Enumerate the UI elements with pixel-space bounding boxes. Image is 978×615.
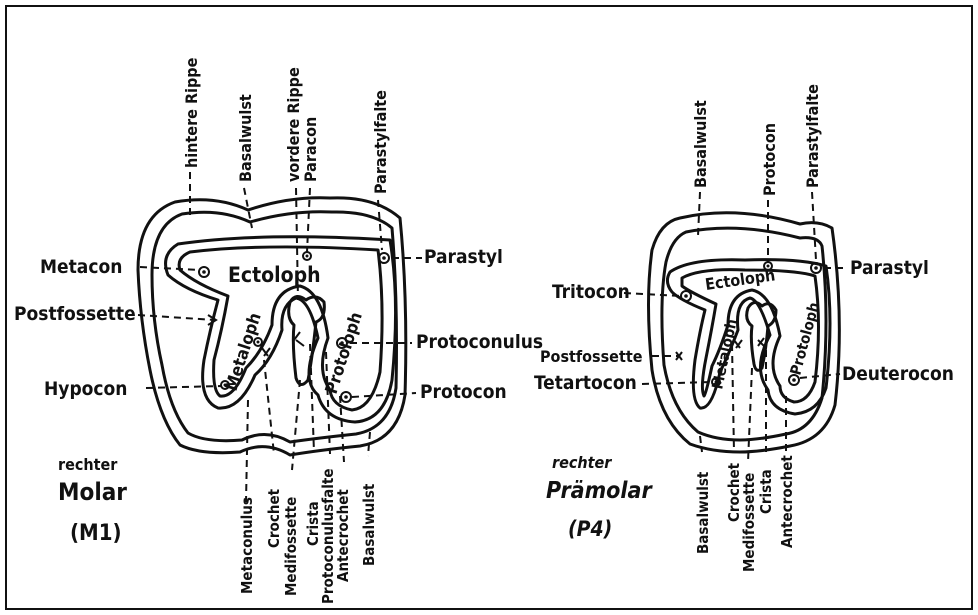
label-protoloph: Protoloph <box>322 310 367 397</box>
label-parastylfalte: Parastylfalte <box>371 90 390 194</box>
premolar-crista-mark <box>758 338 764 346</box>
molar-drawing <box>138 172 422 502</box>
label-metacon: Metacon <box>40 256 122 278</box>
molar-caption-line1: rechter <box>58 455 118 474</box>
molar-caption-line2: Molar <box>58 478 127 506</box>
label-protocon-p4: Protocon <box>760 123 779 196</box>
label-antecrochet: Antecrochet <box>334 489 352 582</box>
label-postfossette-p4: Postfossette <box>540 347 643 366</box>
premolar-labels: Tritocon Postfossette Tetartocon Parasty… <box>534 84 954 572</box>
label-tetartocon: Tetartocon <box>534 372 637 394</box>
label-crochet: Crochet <box>265 488 283 548</box>
premolar-caption-line1: rechter <box>552 453 612 472</box>
label-ectoloph: Ectoloph <box>228 263 321 287</box>
label-basalwulst-top: Basalwulst <box>236 94 255 182</box>
label-tritocon: Tritocon <box>552 281 630 303</box>
label-hintere-rippe: hintere Rippe <box>182 57 201 168</box>
label-parastyl-p4: Parastyl <box>850 257 929 279</box>
label-antecrochet-p4: Antecrochet <box>778 455 796 548</box>
label-basalwulst-bottom-p4: Basalwulst <box>694 471 712 554</box>
label-hypocon: Hypocon <box>44 378 127 400</box>
molar-medifossette <box>289 296 325 384</box>
label-deuterocon: Deuterocon <box>842 363 954 385</box>
label-protocon: Protocon <box>420 381 507 403</box>
label-basalwulst-top-p4: Basalwulst <box>691 100 710 188</box>
label-medifossette-p4: Medifossette <box>740 473 758 572</box>
label-paracon: Paracon <box>301 117 320 182</box>
label-protoconulus: Protoconulus <box>416 331 543 353</box>
label-crista-p4: Crista <box>757 469 775 514</box>
molar-caption-line3: (M1) <box>70 521 122 546</box>
label-medifossette: Medifossette <box>282 497 300 596</box>
molar-crochet-mark <box>262 348 270 356</box>
label-parastyl: Parastyl <box>424 246 503 268</box>
premolar-caption-line2: Prämolar <box>546 478 653 504</box>
label-metaconulus: Metaconulus <box>238 497 256 594</box>
premolar-caption-line3: (P4) <box>568 517 612 541</box>
molar-crista-mark <box>294 332 304 346</box>
molar-labels: Metacon Postfossette Hypocon Parastyl Pr… <box>14 57 543 604</box>
label-basalwulst-bottom: Basalwulst <box>360 483 378 566</box>
label-parastylfalte-p4: Parastylfalte <box>803 84 822 188</box>
label-postfossette: Postfossette <box>14 303 136 325</box>
